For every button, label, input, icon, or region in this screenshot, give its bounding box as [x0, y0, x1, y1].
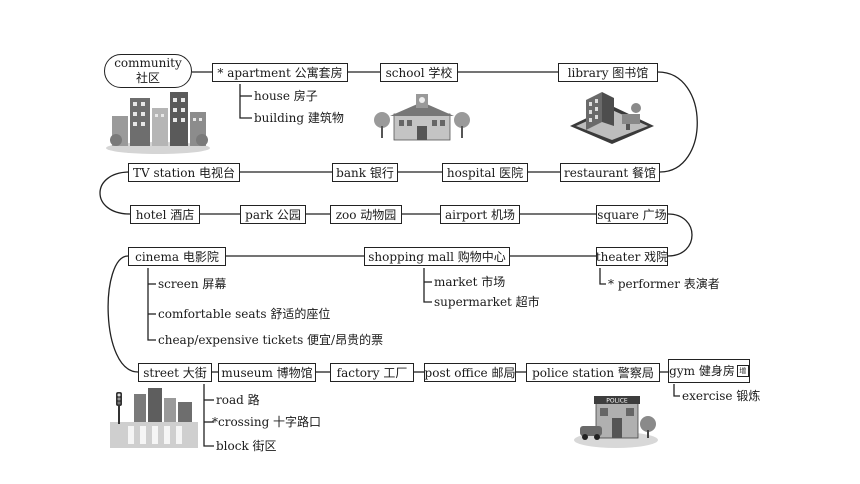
- library-isometric-illustration: [570, 92, 654, 144]
- branch-house: house 房子: [254, 89, 318, 103]
- node-theater: theater 戏院: [596, 247, 668, 266]
- branch-tickets: cheap/expensive tickets 便宜/昂贵的票: [158, 333, 384, 347]
- branch-exercise: exercise 锻炼: [682, 389, 761, 403]
- branch-comfortable-seats: comfortable seats 舒适的座位: [158, 307, 331, 321]
- node-cinema: cinema 电影院: [128, 247, 226, 266]
- police-sign-text: POLICE: [606, 398, 628, 405]
- node-bank: bank 银行: [332, 163, 398, 182]
- node-museum: museum 博物馆: [218, 363, 316, 382]
- node-square: square 广场: [596, 205, 668, 224]
- node-street: street 大街: [138, 363, 212, 382]
- apartment-block-illustration: [106, 92, 210, 154]
- node-apartment: * apartment 公寓套房: [212, 63, 348, 82]
- node-hospital: hospital 医院: [442, 163, 528, 182]
- branch-supermarket: supermarket 超市: [434, 295, 540, 309]
- branch-crossing: *crossing 十字路口: [212, 415, 322, 429]
- branch-road: road 路: [216, 393, 260, 407]
- node-tv-station: TV station 电视台: [128, 163, 240, 182]
- community-label-zh: 社区: [135, 71, 160, 85]
- node-factory: factory 工厂: [330, 363, 414, 382]
- community-label-en: community: [114, 56, 182, 70]
- node-zoo: zoo 动物园: [330, 205, 402, 224]
- branch-block: block 街区: [216, 439, 277, 453]
- node-airport: airport 机场: [440, 205, 520, 224]
- node-post-office: post office 邮局: [424, 363, 516, 382]
- branch-building: building 建筑物: [254, 111, 344, 125]
- gym-badge-icon: 增: [736, 365, 749, 377]
- branch-performer: * performer 表演者: [608, 277, 720, 291]
- node-library: library 图书馆: [558, 63, 658, 82]
- node-hotel: hotel 酒店: [130, 205, 200, 224]
- community-start-node: community 社区: [104, 54, 192, 88]
- node-gym: gym 健身房 增: [668, 359, 750, 383]
- node-school: school 学校: [380, 63, 458, 82]
- node-restaurant: restaurant 餐馆: [560, 163, 660, 182]
- branch-market: market 市场: [434, 275, 506, 289]
- branch-screen: screen 屏幕: [158, 277, 227, 291]
- node-shopping-mall: shopping mall 购物中心: [364, 247, 510, 266]
- gym-label: gym 健身房: [669, 364, 735, 378]
- node-police-station: police station 警察局: [526, 363, 660, 382]
- police-station-illustration: POLICE: [574, 396, 658, 448]
- street-crossing-illustration: [110, 388, 198, 448]
- node-park: park 公园: [240, 205, 306, 224]
- school-building-illustration: [374, 94, 470, 141]
